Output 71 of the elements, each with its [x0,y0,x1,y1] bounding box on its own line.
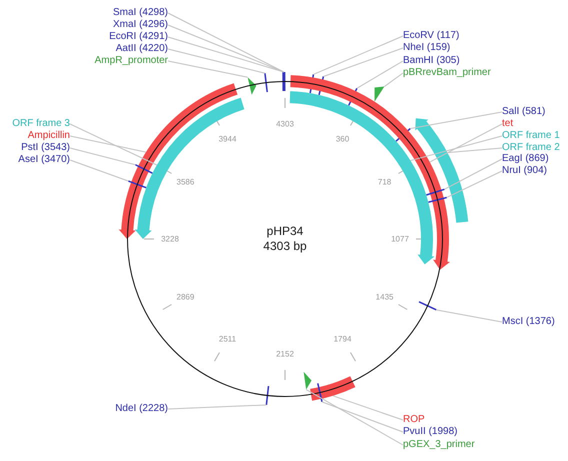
restriction-site-mark [266,386,270,406]
site-label: NdeI (2228) [115,403,168,415]
plasmid-size: 4303 bp [263,239,307,254]
leader-line [446,170,502,198]
site-label: EcoRI (4291) [109,31,168,43]
scale-label: 360 [336,134,350,144]
leader-line [168,60,248,78]
leader-line [168,404,267,410]
leader-line [436,309,502,322]
site-label: EcoRV (117) [403,30,460,42]
restriction-site-mark [264,73,268,92]
primer-marker [304,372,312,390]
promoter-marker [248,77,256,95]
leader-line [312,36,404,75]
leader-line [168,48,266,74]
gene-label: tet [502,118,514,130]
leader-line [332,395,404,420]
leader-line [444,158,502,190]
primer-label: pGEX_3_primer [403,439,475,451]
gene-label: ROP [403,414,425,426]
leader-line [70,136,146,153]
leader-line [410,136,502,162]
leader-line [168,36,284,72]
promoter-label: AmpR_promoter [94,55,168,67]
scale-label: 3586 [176,177,194,186]
site-label: PvuII (1998) [403,426,458,438]
scale-label: 2869 [176,292,194,301]
site-label: AseI (3470) [18,154,70,166]
gene-feature-band [310,376,356,401]
scale-label: 3944 [218,134,236,144]
site-label: MscI (1376) [502,316,555,328]
leader-line [322,48,404,77]
leader-line [168,24,284,72]
scale-label: 1435 [376,292,394,301]
restriction-site-mark [418,301,437,311]
site-label: AatII (4220) [116,43,168,55]
leader-line [429,124,502,162]
primer-label: pBRrevBam_primer [403,67,491,79]
scale-label: 4303 [276,120,294,128]
site-label: XmaI (4296) [112,19,168,31]
leader-line [70,148,136,166]
orf-label: ORF frame 2 [502,142,560,154]
gene-label: Ampicillin [28,130,70,142]
site-label: NheI (159) [403,42,450,54]
restriction-site-mark [282,72,286,92]
scale-label: 1794 [334,334,352,344]
orf-label: ORF frame 3 [12,118,70,130]
leader-line [70,124,158,166]
leader-line [168,12,284,72]
orf-feature-arc [415,118,468,223]
site-label: EagI (869) [502,153,549,165]
scale-label: 2152 [276,350,294,358]
site-label: NruI (904) [502,165,548,177]
leader-line [70,160,129,182]
scale-label: 2511 [218,334,236,344]
leader-line [384,72,404,88]
scale-label: 718 [378,177,392,186]
primer-marker [374,86,384,102]
site-label: PstI (3543) [21,142,70,154]
plasmid-name: pHP34 [266,224,304,239]
scale-label: 3228 [161,234,179,244]
site-label: SmaI (4298) [112,7,168,19]
site-label: SalI (581) [502,106,546,118]
site-label: BamHI (305) [403,55,460,67]
leader-line [356,60,404,89]
leader-line [306,389,404,446]
orf-label: ORF frame 1 [502,130,560,142]
leader-line [322,401,404,432]
leader-line [410,112,502,130]
leader-line [446,148,502,154]
scale-label: 1077 [391,234,409,244]
